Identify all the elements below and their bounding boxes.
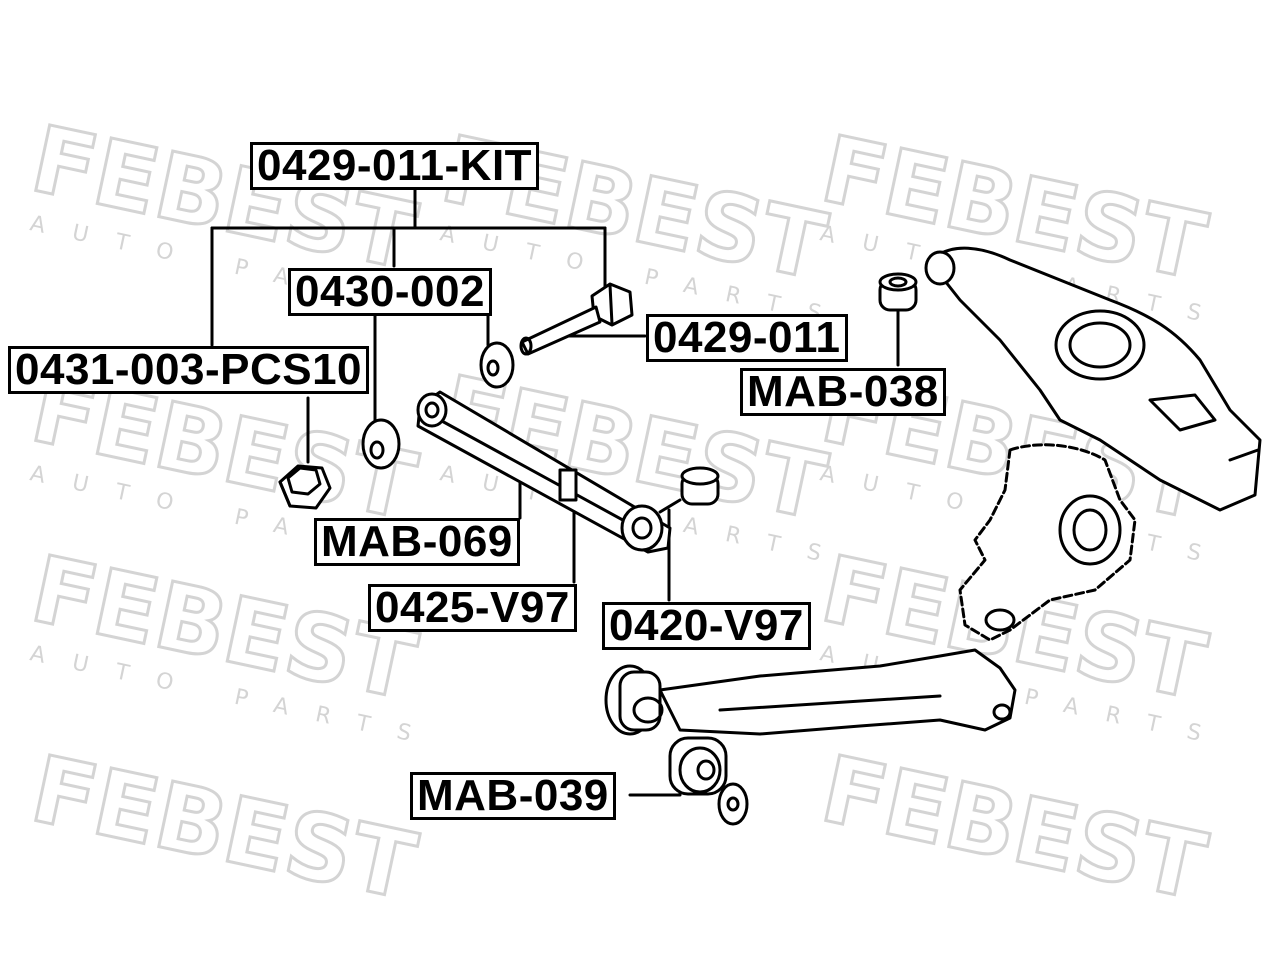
bushing-drawing (878, 272, 918, 312)
leader-lines (210, 188, 900, 797)
cam-washer-drawing (479, 341, 515, 389)
cam-washer-drawing (361, 418, 401, 470)
label-bolt: 0429-011 (646, 314, 848, 362)
bushing-drawing (680, 466, 720, 506)
control-arm-drawing (924, 246, 1262, 512)
bolt-drawing (519, 282, 634, 356)
label-nut: 0431-003-PCS10 (8, 346, 370, 394)
label-cam-washer: 0430-002 (288, 268, 492, 316)
trailing-arm-drawing (604, 648, 1017, 736)
nut-drawing (278, 464, 332, 510)
label-bushing-lower: MAB-039 (410, 772, 616, 820)
label-ball-joint: 0420-V97 (602, 602, 811, 650)
label-lateral-arm: 0425-V97 (368, 584, 577, 632)
lateral-arm-drawing (416, 390, 682, 554)
knuckle-drawing (958, 443, 1137, 642)
label-bushing-upper: MAB-038 (740, 368, 946, 416)
bushing-drawing (668, 736, 749, 826)
label-arm-bushing: MAB-069 (314, 518, 520, 566)
label-kit: 0429-011-KIT (250, 142, 540, 190)
